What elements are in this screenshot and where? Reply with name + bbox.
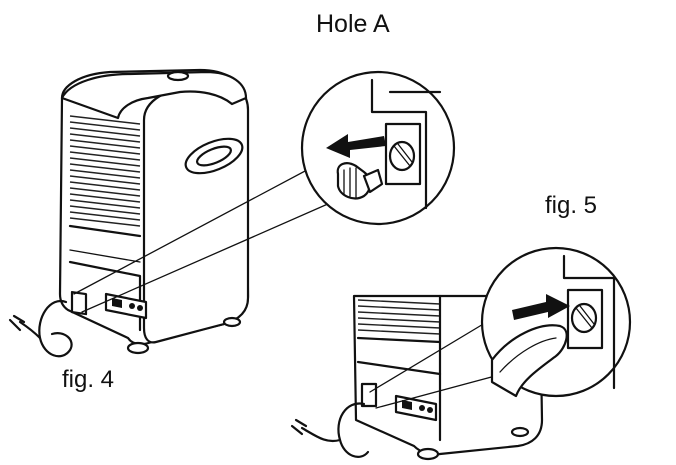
dehumidifier-unit-fig4 [58, 68, 250, 355]
hole-a-knob [388, 140, 416, 172]
drain-hose [490, 324, 568, 398]
fig5-label: fig. 5 [545, 192, 598, 219]
side-grille [68, 115, 142, 238]
hole-a-knob-fig5 [570, 302, 598, 334]
power-cord-fig5 [290, 402, 370, 458]
arrow-left-icon [326, 134, 386, 158]
magnifier-fig5 [369, 246, 632, 409]
arrow-right-icon [512, 294, 570, 320]
power-switch-area-fig5 [394, 394, 438, 422]
side-grille-fig5 [356, 299, 442, 344]
fig4-label: fig. 4 [62, 366, 115, 393]
magnifier-fig4 [73, 70, 456, 313]
hole-a-label: Hole A [316, 10, 390, 38]
power-cord-fig4 [8, 299, 73, 358]
drain-cap [336, 162, 384, 200]
power-switch-area [104, 292, 148, 320]
handle-icon [184, 137, 244, 175]
